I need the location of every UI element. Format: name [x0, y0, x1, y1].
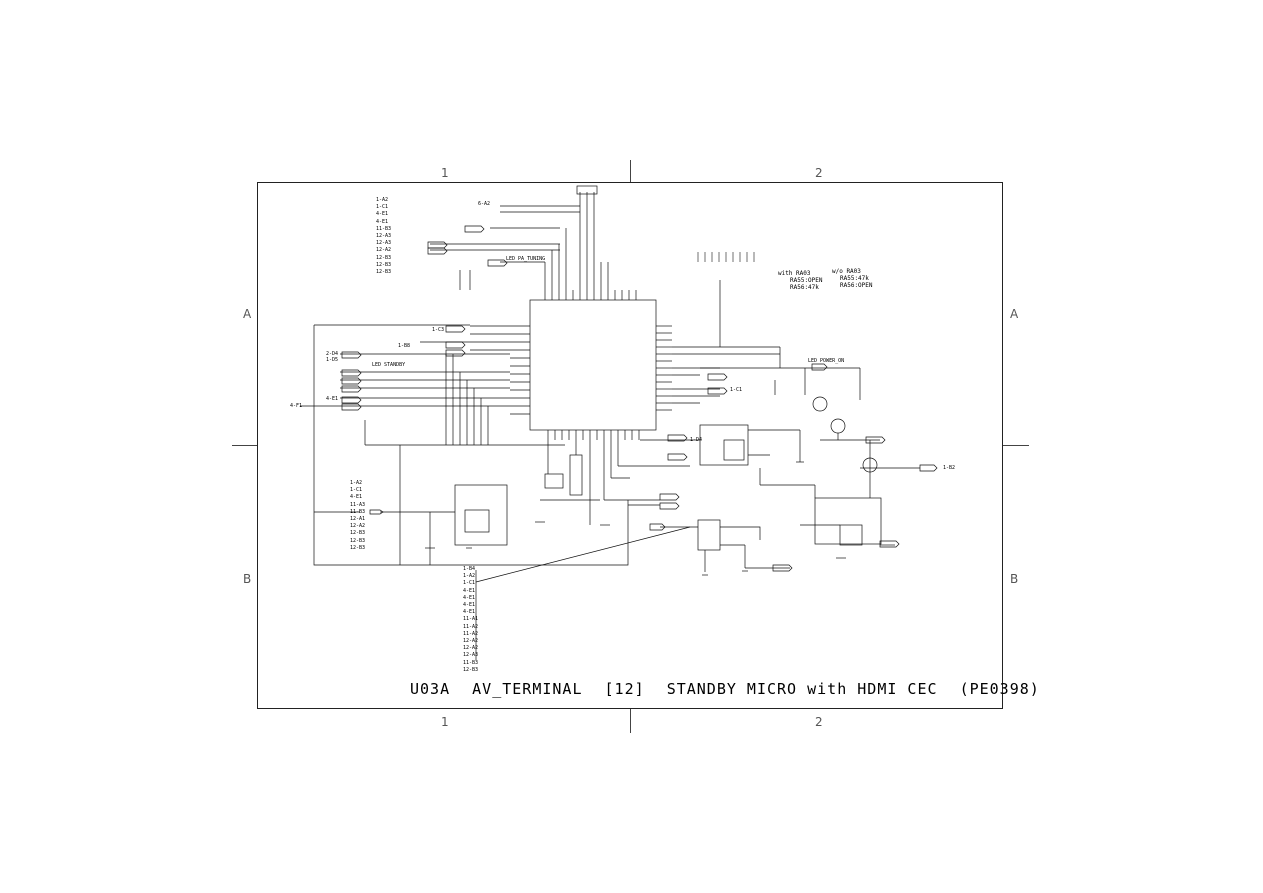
sheet-title: U03A AV_TERMINAL [12] STANDBY MICRO with…	[410, 680, 1052, 698]
note-ra56-open: RA56:OPEN	[840, 282, 873, 289]
ref-1-c1: 1-C1	[730, 387, 743, 393]
zone-divider-top	[630, 160, 631, 182]
note-ra55-47k: RA55:47k	[840, 275, 869, 282]
drawing-frame	[257, 182, 1003, 709]
ref-6-a2: 6-A2	[478, 201, 491, 207]
signal-tags	[341, 225, 938, 572]
ref-1-b2: 1-B2	[943, 465, 956, 471]
zone-col-2-bottom: 2	[815, 715, 823, 729]
note-ra56-47k: RA56:47k	[790, 284, 819, 291]
ref-1-d5: 1-D5	[326, 357, 339, 363]
zone-divider-bottom	[630, 709, 631, 733]
ref-list-bus: 1-B4 1-A2 1-C1 4-E1 4-E1 4-E1 4-E1 11-A1…	[463, 566, 479, 673]
title-part-code: U03A	[410, 680, 451, 698]
ref-1-b8: 1-B8	[398, 343, 411, 349]
mcu-top-pins	[544, 290, 637, 300]
note-ra55-open: RA55:OPEN	[790, 277, 823, 284]
ref-list-top-left: 1-A2 1-C1 4-E1 4-E1 11-B3 12-A3 12-A3 12…	[376, 197, 392, 276]
mcu-right-pins	[656, 325, 672, 411]
mcu-ic	[529, 299, 657, 431]
ref-4-e1: 4-E1	[326, 396, 339, 402]
title-part-name: AV_TERMINAL	[472, 680, 583, 698]
title-part-board: (PE0398)	[959, 680, 1040, 698]
ref-2-d4: 2-D4	[326, 351, 339, 357]
mcu-bottom-pins	[547, 430, 640, 440]
zone-divider-left	[232, 445, 257, 446]
note-with-ra03: with RA03	[778, 270, 811, 277]
net-led-power-on: LED POWER_ON	[808, 358, 845, 364]
zone-row-b-right: B	[1010, 572, 1019, 586]
zone-col-1-top: 1	[441, 166, 449, 180]
net-led-pa-tuning: LED PA_TUNING	[506, 256, 546, 262]
zone-row-a-left: A	[243, 307, 252, 321]
note-wo-ra03: w/o RA03	[832, 268, 861, 275]
ref-1-d4: 1-D4	[690, 437, 703, 443]
title-part-index: [12]	[604, 680, 645, 698]
zone-row-b-left: B	[243, 572, 252, 586]
ref-4-f1: 4-F1	[290, 403, 303, 409]
zone-row-a-right: A	[1010, 307, 1019, 321]
mcu-left-pins	[510, 325, 530, 415]
ref-1-c3: 1-C3	[432, 327, 445, 333]
net-led-standby: LED STANDBY	[372, 362, 406, 368]
zone-col-1-bottom: 1	[441, 715, 449, 729]
zone-col-2-top: 2	[815, 166, 823, 180]
ref-list-mid-left: 1-A2 1-C1 4-E1 11-A3 11-B3 12-A1 12-A2 1…	[350, 480, 366, 551]
title-part-description: STANDBY MICRO with HDMI CEC	[666, 680, 938, 698]
zone-divider-right	[1003, 445, 1029, 446]
